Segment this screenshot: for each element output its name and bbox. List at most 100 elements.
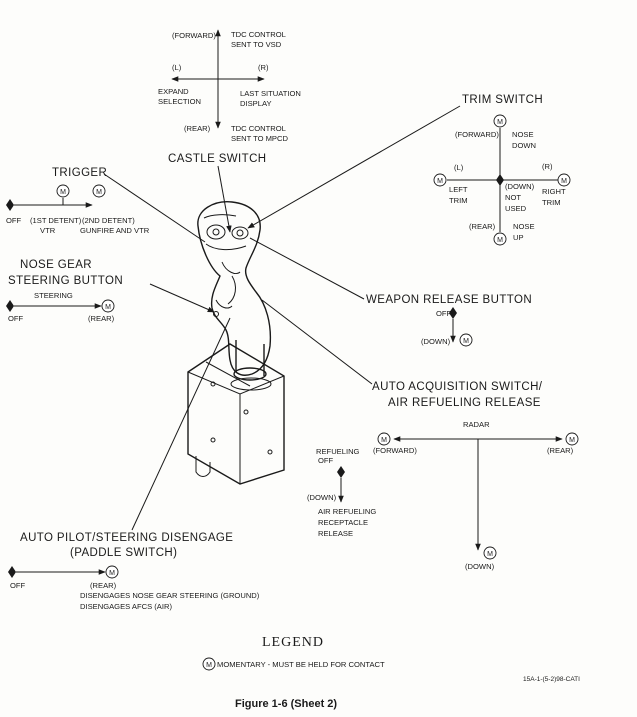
trim-forward-action-1: NOSE	[512, 130, 534, 139]
trim-rear-label: (REAR)	[469, 222, 496, 231]
svg-text:M: M	[105, 304, 111, 311]
trim-forward-label: (FORWARD)	[455, 130, 499, 139]
trigger-title: TRIGGER	[52, 167, 107, 179]
autopilot-rear-label: (REAR)	[90, 581, 117, 590]
castle-right-action-2: DISPLAY	[240, 99, 272, 108]
trim-right-action-1: RIGHT	[542, 187, 566, 196]
castle-switch-cross: (FORWARD) TDC CONTROL SENT TO VSD (L) EX…	[158, 29, 301, 233]
castle-left-action-1: EXPAND	[158, 87, 189, 96]
castle-right-action-1: LAST SITUATION	[240, 89, 301, 98]
castle-switch-title: CASTLE SWITCH	[168, 153, 267, 165]
svg-text:M: M	[381, 437, 387, 444]
nose-gear-off-label: OFF	[8, 314, 24, 323]
auto-acq-radar-label: RADAR	[463, 420, 490, 429]
trigger-switch: TRIGGER M M OFF (1ST DETENT) VTR (2ND DE…	[6, 167, 206, 243]
nose-gear-steering-button: NOSE GEAR STEERING BUTTON STEERING M OFF…	[6, 259, 215, 323]
nose-gear-off-diamond	[6, 300, 14, 312]
trim-rear-action-2: UP	[513, 233, 524, 242]
nose-gear-momentary-icon	[101, 299, 115, 313]
trim-switch-title: TRIM SWITCH	[462, 94, 543, 106]
auto-acq-rear-label: (REAR)	[547, 446, 574, 455]
castle-forward-label: (FORWARD)	[172, 31, 216, 40]
trim-rear-action-1: NOSE	[513, 222, 535, 231]
nose-gear-steering-label: STEERING	[34, 291, 73, 300]
trigger-detent1-action: VTR	[40, 226, 56, 235]
legend-title: LEGEND	[262, 635, 324, 650]
trim-down-action-2: USED	[505, 204, 527, 213]
legend-momentary-icon	[202, 657, 216, 671]
auto-acq-leader-line	[261, 299, 373, 385]
svg-text:M: M	[206, 662, 212, 669]
legend: LEGEND M MOMENTARY - MUST BE HELD FOR CO…	[202, 635, 385, 671]
trim-forward-momentary-icon	[493, 114, 507, 128]
trim-right-action-2: TRIM	[542, 198, 561, 207]
svg-text:M: M	[109, 570, 115, 577]
trigger-off-label: OFF	[6, 216, 22, 225]
castle-right-label: (R)	[258, 63, 269, 72]
weapon-release-title: WEAPON RELEASE BUTTON	[366, 294, 532, 306]
refueling-action-3: RELEASE	[318, 529, 353, 538]
legend-text: MOMENTARY - MUST BE HELD FOR CONTACT	[217, 660, 385, 669]
autopilot-action-2: DISENGAGES AFCS (AIR)	[80, 602, 172, 611]
nose-gear-title-2: STEERING BUTTON	[8, 275, 123, 287]
autopilot-off-label: OFF	[10, 581, 26, 590]
trim-left-action-1: LEFT	[449, 185, 468, 194]
weapon-off-diamond	[449, 307, 457, 319]
trim-down-label: (DOWN)	[505, 182, 535, 191]
auto-acq-forward-label: (FORWARD)	[373, 446, 417, 455]
trim-right-label: (R)	[542, 162, 553, 171]
svg-text:M: M	[96, 189, 102, 196]
autopilot-disengage-switch: AUTO PILOT/STEERING DISENGAGE (PADDLE SW…	[8, 317, 260, 611]
auto-acq-rear-momentary-icon	[565, 432, 579, 446]
castle-rear-label: (REAR)	[184, 124, 211, 133]
autopilot-title-2: (PADDLE SWITCH)	[70, 547, 177, 559]
castle-rear-action-1: TDC CONTROL	[231, 124, 286, 133]
refueling-label-2: OFF	[318, 456, 334, 465]
autopilot-momentary-icon	[105, 565, 119, 579]
svg-text:M: M	[463, 338, 469, 345]
auto-acq-title-2: AIR REFUELING RELEASE	[388, 397, 541, 409]
svg-text:M: M	[487, 551, 493, 558]
weapon-release-button: WEAPON RELEASE BUTTON OFF (DOWN) M	[249, 237, 532, 347]
refueling-label-1: REFUELING	[316, 447, 360, 456]
trigger-detent1-label: (1ST DETENT)	[30, 216, 82, 225]
auto-acquisition-switch: AUTO ACQUISITION SWITCH/ AIR REFUELING R…	[261, 299, 579, 571]
nose-gear-title-1: NOSE GEAR	[20, 259, 92, 271]
weapon-down-label: (DOWN)	[421, 337, 451, 346]
castle-leader-line	[217, 165, 232, 233]
trim-rear-momentary-icon	[493, 232, 507, 246]
trim-forward-action-2: DOWN	[512, 141, 536, 150]
weapon-off-label: OFF	[436, 309, 452, 318]
trim-left-momentary-icon	[433, 173, 447, 187]
autopilot-off-diamond	[8, 566, 16, 578]
nose-gear-rear-label: (REAR)	[88, 314, 115, 323]
trim-leader-line	[247, 105, 461, 229]
trigger-detent1-momentary-icon	[56, 184, 70, 198]
autopilot-leader-line	[131, 317, 231, 531]
autopilot-action-1: DISENGAGES NOSE GEAR STEERING (GROUND)	[80, 591, 260, 600]
trim-down-action-1: NOT	[505, 193, 521, 202]
trim-left-label: (L)	[454, 163, 464, 172]
auto-acq-down-momentary-icon	[483, 546, 497, 560]
svg-text:M: M	[561, 178, 567, 185]
weapon-release-leader-line	[249, 237, 365, 300]
svg-text:M: M	[60, 189, 66, 196]
svg-text:M: M	[497, 119, 503, 126]
castle-rear-action-2: SENT TO MPCD	[231, 134, 288, 143]
figure-caption: Figure 1-6 (Sheet 2)	[235, 698, 337, 710]
castle-forward-action-2: SENT TO VSD	[231, 40, 282, 49]
castle-left-action-2: SELECTION	[158, 97, 201, 106]
auto-acq-title-1: AUTO ACQUISITION SWITCH/	[372, 381, 543, 393]
trim-center-diamond	[496, 174, 504, 186]
trim-left-action-2: TRIM	[449, 196, 468, 205]
trigger-leader-line	[103, 173, 206, 243]
trigger-detent2-label: (2ND DETENT)	[82, 216, 135, 225]
refueling-off-diamond	[337, 466, 345, 478]
refueling-action-2: RECEPTACLE	[318, 518, 368, 527]
stick-grip-illustration	[187, 201, 285, 485]
svg-text:M: M	[497, 237, 503, 244]
svg-text:M: M	[437, 178, 443, 185]
auto-acq-forward-momentary-icon	[377, 432, 391, 446]
